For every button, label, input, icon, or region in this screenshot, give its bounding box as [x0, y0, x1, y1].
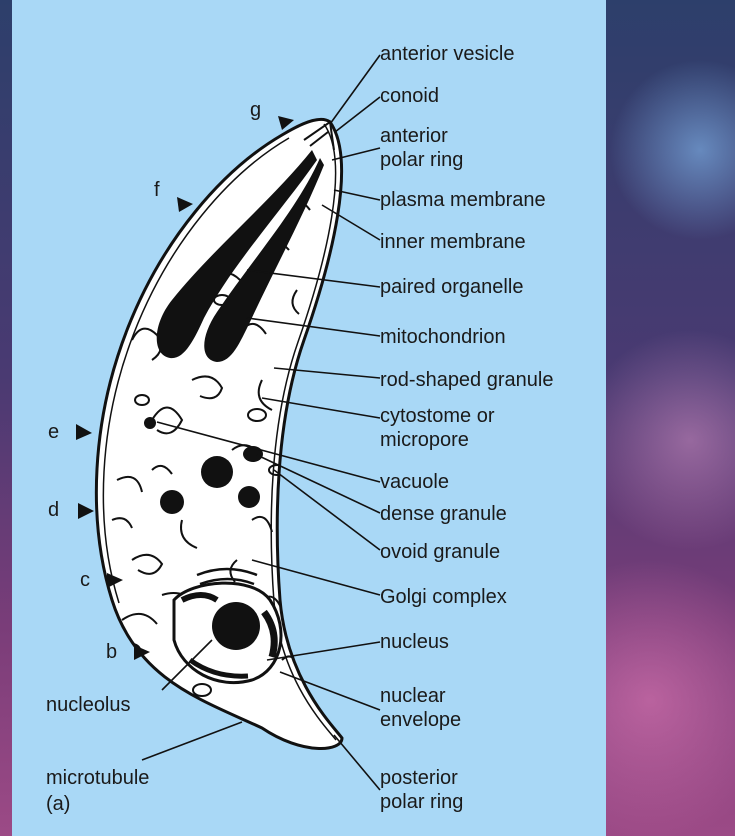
label-microtubule: microtubule [46, 766, 149, 790]
marker-f: f [154, 178, 160, 202]
label-rod-shaped-granule: rod-shaped granule [380, 368, 553, 392]
marker-e: e [48, 420, 59, 444]
label-nucleus: nucleus [380, 630, 449, 654]
label-posterior-polar-ring: posterior polar ring [380, 766, 463, 814]
marker-c: c [80, 568, 90, 592]
label-anterior-polar-ring: anterior polar ring [380, 124, 463, 172]
label-anterior-vesicle: anterior vesicle [380, 42, 515, 66]
diagram-panel: anterior vesicle conoid anterior polar r… [12, 0, 606, 836]
label-conoid: conoid [380, 84, 439, 108]
nucleolus-shape [212, 602, 260, 650]
label-mitochondrion: mitochondrion [380, 325, 506, 349]
label-nuclear-envelope: nuclear envelope [380, 684, 461, 732]
label-plasma-membrane: plasma membrane [380, 188, 546, 212]
marker-f-arrow [177, 197, 193, 212]
label-nucleolus: nucleolus [46, 693, 131, 717]
marker-b: b [106, 640, 117, 664]
marker-g: g [250, 98, 261, 122]
label-vacuole: vacuole [380, 470, 449, 494]
label-golgi-complex: Golgi complex [380, 585, 507, 609]
marker-e-arrow [76, 424, 92, 440]
nucleus [174, 583, 281, 683]
label-cytostome-or-micropore: cytostome or micropore [380, 404, 494, 452]
label-inner-membrane: inner membrane [380, 230, 526, 254]
label-dense-granule: dense granule [380, 502, 507, 526]
marker-d-arrow [78, 503, 94, 519]
label-ovoid-granule: ovoid granule [380, 540, 500, 564]
marker-d: d [48, 498, 59, 522]
label-paired-organelle: paired organelle [380, 275, 523, 299]
panel-identifier: (a) [46, 792, 70, 816]
